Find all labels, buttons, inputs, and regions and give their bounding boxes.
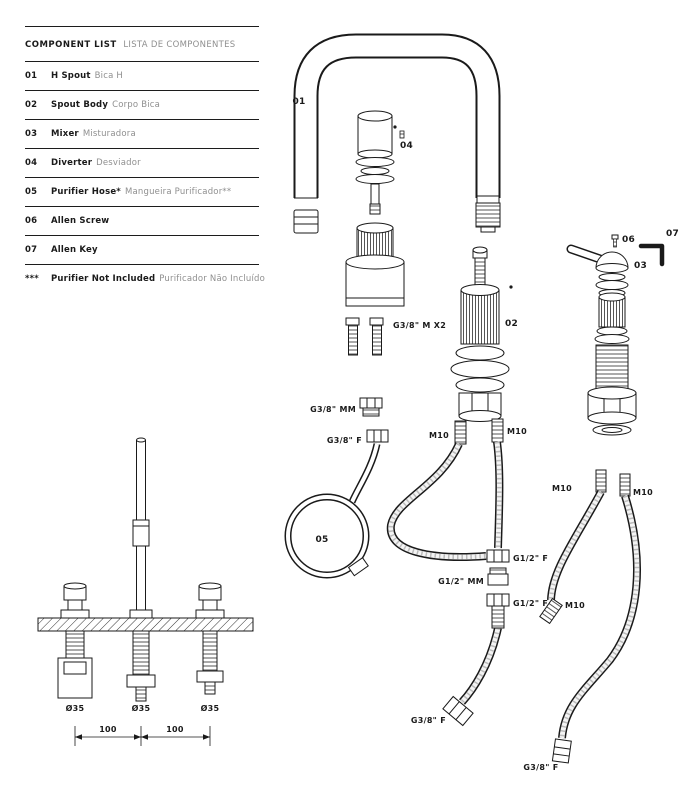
fitting-label-g12f-1: G1/2" F	[513, 554, 548, 563]
component-name-en: Diverter	[51, 158, 93, 168]
component-name-pt: Purificador Não Incluído	[159, 274, 266, 284]
end-fittings-drawing	[442, 695, 572, 764]
fitting-label-g12mm: G1/2" MM	[438, 577, 484, 586]
part-label-02: 02	[505, 319, 518, 329]
component-name-en: Purifier Not Included	[51, 274, 156, 284]
dimension-lines	[74, 726, 211, 746]
fitting-label-m10-left: M10	[429, 431, 449, 440]
fitting-label-g38f: G3/8" F	[327, 436, 362, 445]
dim-label-100-right: 100	[166, 725, 184, 734]
hoses-drawing	[348, 441, 641, 739]
part-label-05: 05	[315, 535, 328, 545]
h-spout-drawing	[293, 33, 501, 233]
allen-screw-drawing	[611, 234, 619, 248]
connector-stack-drawing	[486, 549, 563, 629]
fitting-label-m10-mixer-left: M10	[552, 484, 572, 493]
dim-label-dia35-right: Ø35	[201, 703, 220, 713]
component-num: 03	[25, 129, 38, 139]
component-row-04: 04 Diverter Desviador	[25, 149, 259, 178]
component-num: 07	[25, 245, 38, 255]
component-row-02: 02 Spout Body Corpo Bica	[25, 91, 259, 120]
dim-label-dia35-left: Ø35	[66, 703, 85, 713]
component-name-en: Spout Body	[51, 100, 109, 110]
g38-bolts-drawing	[345, 317, 384, 356]
aerator-drawing	[293, 209, 319, 234]
fitting-label-m10-stud: M10	[565, 601, 585, 610]
fitting-label-g38mm: G3/8" MM	[310, 405, 356, 414]
component-num: 04	[25, 158, 38, 168]
fitting-label-g38mx2: G3/8" M X2	[393, 321, 446, 330]
component-name-pt: Corpo Bica	[112, 100, 161, 110]
installation-drawing	[37, 437, 254, 702]
g38-adapters-drawing	[359, 397, 389, 443]
component-num: 01	[25, 71, 38, 81]
component-row-note: *** Purifier Not Included Purificador Nã…	[25, 265, 265, 293]
diverter-drawing	[355, 110, 405, 215]
component-name-pt: Bica H	[94, 71, 124, 81]
fitting-label-m10-right: M10	[507, 427, 527, 436]
component-row-06: 06 Allen Screw	[25, 207, 259, 236]
component-list-title-en: COMPONENT LIST	[25, 40, 117, 50]
purifier-hose-coil-drawing	[284, 493, 370, 579]
fitting-label-g38f-bottom2: G3/8" F	[523, 763, 558, 772]
mixer-drawing	[566, 244, 637, 497]
component-num: 02	[25, 100, 38, 110]
countertop	[37, 617, 254, 632]
component-name-pt: Misturadora	[82, 129, 136, 139]
part-label-01: 01	[292, 97, 305, 107]
component-list-title-pt: LISTA DE COMPONENTES	[123, 40, 236, 50]
diverter-housing-drawing	[345, 222, 405, 307]
component-list: COMPONENT LIST LISTA DE COMPONENTES 01 H…	[25, 26, 265, 293]
component-row-03: 03 Mixer Misturadora	[25, 120, 259, 149]
component-name-en: Purifier Hose*	[51, 187, 121, 197]
part-label-07: 07	[666, 229, 679, 239]
fitting-label-m10-mixer-right: M10	[633, 488, 653, 497]
dim-label-dia35-center: Ø35	[132, 703, 151, 713]
component-name-en: Allen Key	[51, 245, 98, 255]
component-name-pt: Desviador	[96, 158, 141, 168]
fitting-label-g12f-2: G1/2" F	[513, 599, 548, 608]
part-label-04: 04	[400, 141, 413, 151]
dim-label-100-left: 100	[99, 725, 117, 734]
component-row-07: 07 Allen Key	[25, 236, 259, 265]
component-row-05: 05 Purifier Hose* Mangueira Purificador*…	[25, 178, 259, 207]
component-row-01: 01 H Spout Bica H	[25, 62, 259, 91]
component-name-en: Allen Screw	[51, 216, 110, 226]
part-label-03: 03	[634, 261, 647, 271]
component-num: 05	[25, 187, 38, 197]
fitting-label-g38f-bottom1: G3/8" F	[411, 716, 446, 725]
component-num: ***	[25, 274, 39, 284]
component-name-en: Mixer	[51, 129, 79, 139]
component-num: 06	[25, 216, 38, 226]
allen-key-drawing	[638, 243, 665, 267]
component-list-header: COMPONENT LIST LISTA DE COMPONENTES	[25, 27, 259, 62]
component-name-pt: Mangueira Purificador**	[124, 187, 232, 197]
component-name-en: H Spout	[51, 71, 91, 81]
part-label-06: 06	[622, 235, 635, 245]
spout-body-drawing	[450, 246, 513, 445]
